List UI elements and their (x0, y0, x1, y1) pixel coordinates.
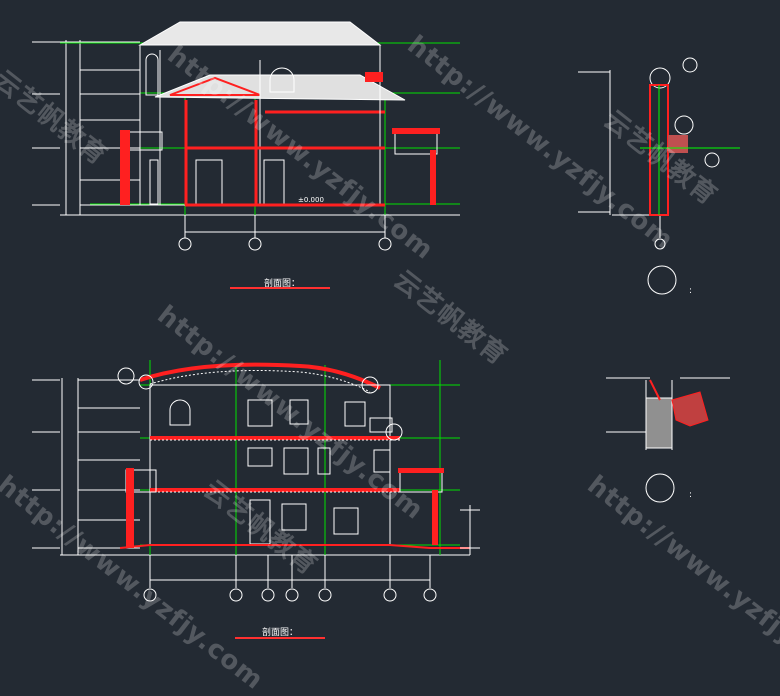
bottom-balconies (125, 417, 444, 548)
bottom-walls (149, 384, 391, 546)
top-roof (138, 21, 406, 114)
bottom-detail-drawing (606, 377, 730, 503)
bottom-floor-slabs (150, 436, 400, 492)
cad-sections-svg (32, 21, 740, 639)
bottom-section-drawing (32, 360, 480, 602)
section-title-bottom: 剖面图： (262, 628, 299, 638)
detail-colon-top: : (689, 286, 693, 296)
cad-drawing-canvas: 剖面图： 剖面图： : : ±0.000 http://www.yzfjy.co… (0, 21, 780, 696)
top-balconies (120, 72, 440, 205)
bottom-axis-bubbles (117, 367, 437, 602)
level-note: ±0.000 (298, 196, 324, 204)
top-section-drawing (32, 21, 460, 251)
top-detail-drawing (578, 57, 740, 295)
top-axis-bubbles (178, 215, 392, 251)
top-floor-slabs (184, 100, 385, 207)
section-title-top: 剖面图： (264, 279, 301, 289)
detail-colon-bottom: : (689, 490, 693, 500)
